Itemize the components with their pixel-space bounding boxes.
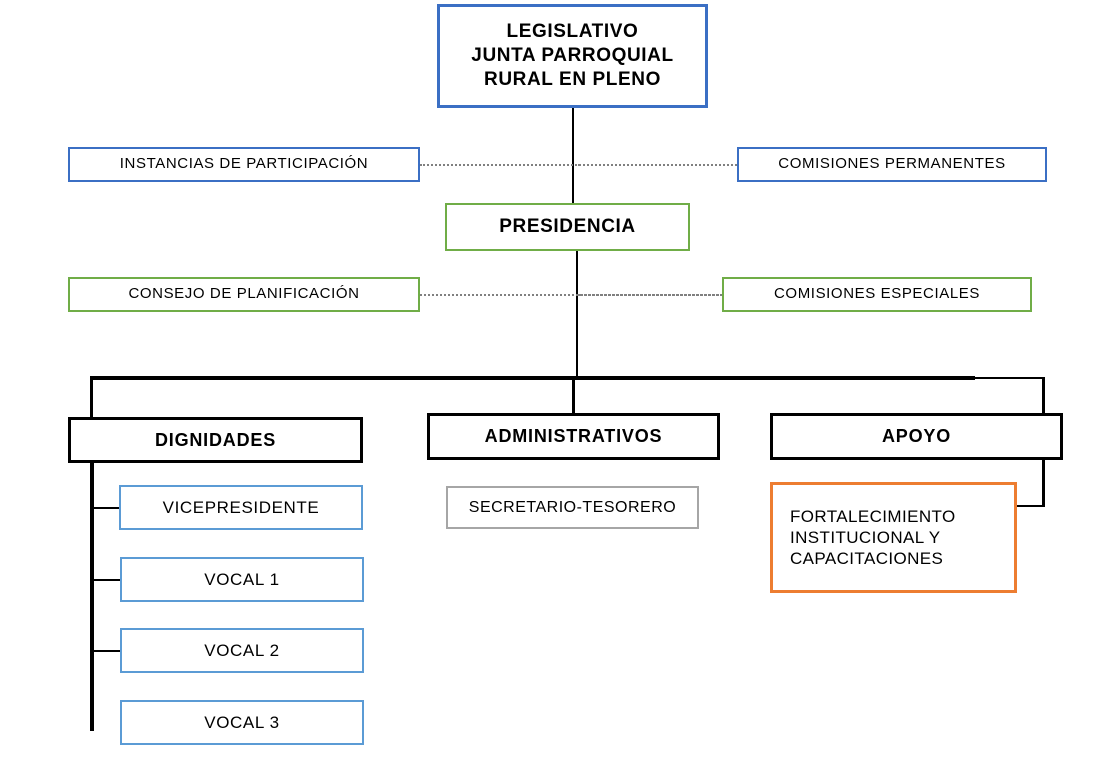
node-vocal-1-label: VOCAL 1 (204, 569, 280, 589)
connector-bus-to-apoyo (1042, 377, 1045, 413)
node-comisiones-especiales[interactable]: COMISIONES ESPECIALES (722, 277, 1032, 312)
connector-bus-to-dignidades (90, 376, 93, 417)
node-legislativo[interactable]: LEGISLATIVO JUNTA PARROQUIAL RURAL EN PL… (437, 4, 708, 108)
node-dignidades-label: DIGNIDADES (154, 429, 276, 450)
node-consejo-de-planificacion[interactable]: CONSEJO DE PLANIFICACIÓN (68, 277, 420, 312)
node-fortalecimiento-line1: FORTALECIMIENTO (790, 506, 956, 526)
node-fortalecimiento-institucional[interactable]: FORTALECIMIENTO INSTITUCIONAL Y CAPACITA… (770, 482, 1017, 593)
node-administrativos[interactable]: ADMINISTRATIVOS (427, 413, 720, 460)
node-consejo-label: CONSEJO DE PLANIFICACIÓN (128, 285, 360, 303)
node-presidencia-label: PRESIDENCIA (499, 216, 636, 238)
node-vocal-3[interactable]: VOCAL 3 (120, 700, 364, 745)
node-fortalecimiento-line3: CAPACITACIONES (790, 549, 944, 569)
connector-presidencia-bus (576, 251, 578, 377)
node-administrativos-label: ADMINISTRATIVOS (484, 426, 663, 447)
node-vicepresidente[interactable]: VICEPRESIDENTE (119, 485, 363, 530)
node-legislativo-line3: RURAL EN PLENO (484, 68, 661, 90)
node-legislativo-line2: JUNTA PARROQUIAL (471, 45, 674, 67)
node-vicepresidente-label: VICEPRESIDENTE (162, 497, 320, 517)
connector-horizontal-bus-right (973, 377, 1045, 379)
node-instancias-de-participacion[interactable]: INSTANCIAS DE PARTICIPACIÓN (68, 147, 420, 182)
node-apoyo-label: APOYO (881, 426, 951, 447)
node-comisiones-permanentes[interactable]: COMISIONES PERMANENTES (737, 147, 1047, 182)
node-instancias-label: INSTANCIAS DE PARTICIPACIÓN (119, 155, 369, 173)
node-vocal-1[interactable]: VOCAL 1 (120, 557, 364, 602)
connector-legislativo-presidencia (572, 108, 574, 203)
node-vocal-3-label: VOCAL 3 (204, 712, 280, 732)
connector-elbow-fortalecimiento (1016, 505, 1044, 507)
node-dignidades[interactable]: DIGNIDADES (68, 417, 363, 463)
node-presidencia[interactable]: PRESIDENCIA (445, 203, 690, 251)
dotted-connector-comisiones-permanentes (578, 164, 737, 166)
node-comisiones-permanentes-label: COMISIONES PERMANENTES (778, 155, 1006, 173)
node-comisiones-especiales-label: COMISIONES ESPECIALES (774, 285, 980, 303)
connector-elbow-vocal1 (90, 579, 121, 581)
node-vocal-2-label: VOCAL 2 (204, 640, 280, 660)
connector-elbow-vocal2 (90, 650, 121, 652)
connector-dignidades-trunk (90, 463, 94, 731)
connector-elbow-vicepresidente (90, 507, 121, 509)
node-fortalecimiento-line2: INSTITUCIONAL Y (790, 527, 941, 547)
connector-apoyo-drop (1042, 460, 1045, 507)
node-legislativo-line1: LEGISLATIVO (506, 21, 639, 43)
dotted-connector-consejo (420, 294, 722, 296)
connector-bus-to-administrativos (572, 376, 575, 413)
node-secretario-tesorero-label: SECRETARIO-TESORERO (468, 498, 677, 516)
dotted-connector-comisiones-especiales (578, 294, 722, 296)
node-vocal-2[interactable]: VOCAL 2 (120, 628, 364, 673)
node-apoyo[interactable]: APOYO (770, 413, 1063, 460)
connector-horizontal-bus (90, 376, 975, 380)
node-secretario-tesorero[interactable]: SECRETARIO-TESORERO (446, 486, 699, 529)
